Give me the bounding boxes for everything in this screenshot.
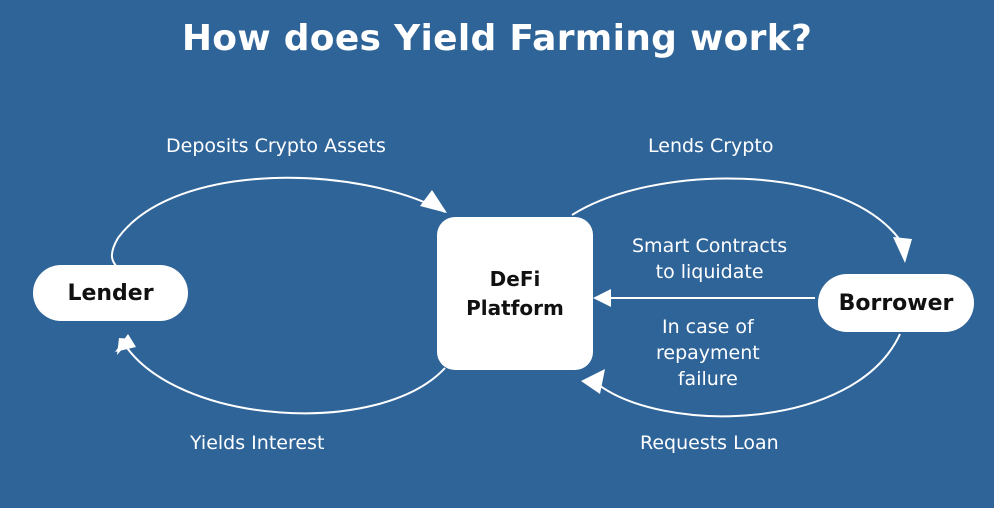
defi-platform-line1: DeFi (489, 266, 541, 291)
repayment-failure-line2: repayment (656, 342, 760, 364)
yields-arrowhead-tip (115, 334, 136, 352)
requests-label: Requests Loan (640, 432, 779, 454)
repayment-failure-line3: failure (677, 368, 738, 390)
deposits-arc (111, 176, 446, 269)
smart-contracts-label: Smart Contracts to liquidate (632, 233, 787, 285)
page-title: How does Yield Farming work? (181, 18, 813, 59)
lender-node: Lender (33, 265, 188, 321)
defi-platform-line2: Platform (466, 295, 564, 320)
defi-platform-node: DeFi Platform (437, 217, 593, 370)
deposits-label: Deposits Crypto Assets (166, 135, 386, 157)
lends-label: Lends Crypto (648, 135, 774, 157)
smart-contracts-line2: to liquidate (655, 261, 764, 283)
lends-arc (571, 177, 901, 241)
liquidate-arrowhead (593, 289, 611, 307)
yields-label: Yields Interest (190, 432, 325, 454)
smart-contracts-line1: Smart Contracts (632, 235, 788, 257)
requests-arrowhead (581, 369, 605, 394)
repayment-failure-label: In case of repayment failure (656, 314, 760, 392)
repayment-failure-line1: In case of (662, 316, 754, 338)
lends-arrowhead (893, 237, 912, 263)
deposits-arrowhead (420, 190, 447, 213)
yields-arc (122, 341, 446, 415)
borrower-node: Borrower (818, 274, 974, 332)
requests-arc (594, 333, 901, 418)
